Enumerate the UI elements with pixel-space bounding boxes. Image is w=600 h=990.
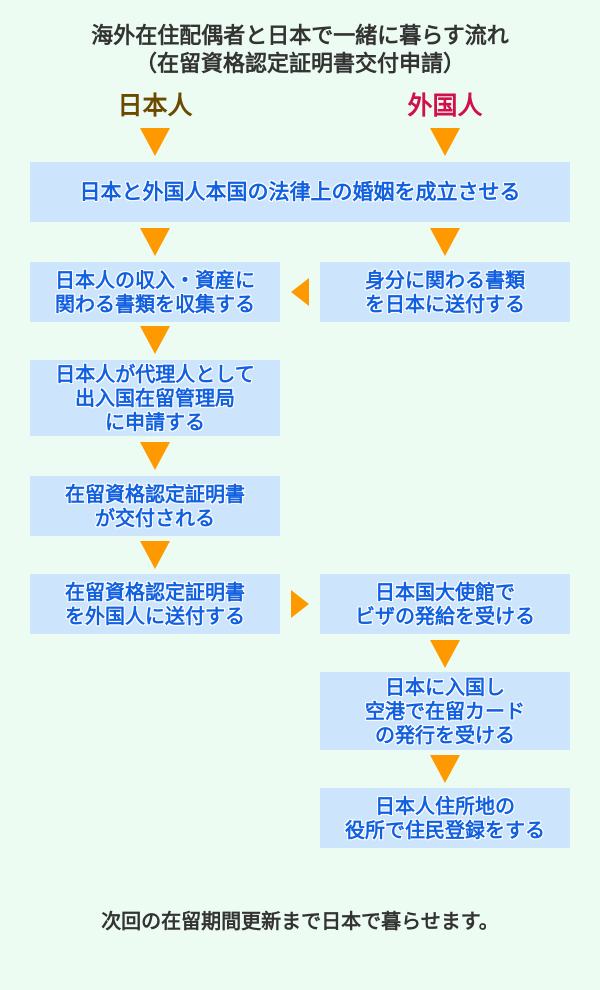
arrow-down-icon bbox=[140, 442, 170, 470]
step-entry: 日本に入国し 空港で在留カード の発行を受ける bbox=[320, 672, 570, 750]
column-japanese: 日本人 bbox=[117, 91, 193, 120]
arrow-right-icon bbox=[291, 590, 309, 618]
step-send-documents: 身分に関わる書類 を日本に送付する bbox=[320, 262, 570, 322]
step-visa: 日本国大使館で ビザの発給を受ける bbox=[320, 574, 570, 634]
title-line2: （在留資格認定証明書交付申請） bbox=[134, 52, 465, 77]
step-send-certificate: 在留資格認定証明書 を外国人に送付する bbox=[30, 574, 280, 634]
step-apply: 日本人が代理人として 出入国在留管理局 に申請する bbox=[30, 360, 280, 436]
footer-note: 次回の在留期間更新まで日本で暮らせます。 bbox=[101, 909, 499, 933]
title-line1: 海外在住配偶者と日本で一緒に暮らす流れ bbox=[91, 24, 509, 49]
step-certificate-issued: 在留資格認定証明書 が交付される bbox=[30, 476, 280, 536]
arrow-down-icon bbox=[140, 128, 170, 156]
step-register: 日本人住所地の 役所で住民登録をする bbox=[320, 788, 570, 848]
arrow-down-icon bbox=[430, 640, 460, 668]
arrow-down-icon bbox=[140, 541, 170, 569]
step-marriage: 日本と外国人本国の法律上の婚姻を成立させる bbox=[30, 162, 570, 222]
column-foreign: 外国人 bbox=[407, 91, 483, 120]
arrow-down-icon bbox=[140, 326, 170, 354]
arrow-left-icon bbox=[291, 278, 309, 306]
arrow-down-icon bbox=[430, 128, 460, 156]
step-collect-documents: 日本人の収入・資産に 関わる書類を収集する bbox=[30, 262, 280, 322]
arrow-down-icon bbox=[140, 228, 170, 256]
arrow-down-icon bbox=[430, 755, 460, 783]
arrow-down-icon bbox=[430, 228, 460, 256]
